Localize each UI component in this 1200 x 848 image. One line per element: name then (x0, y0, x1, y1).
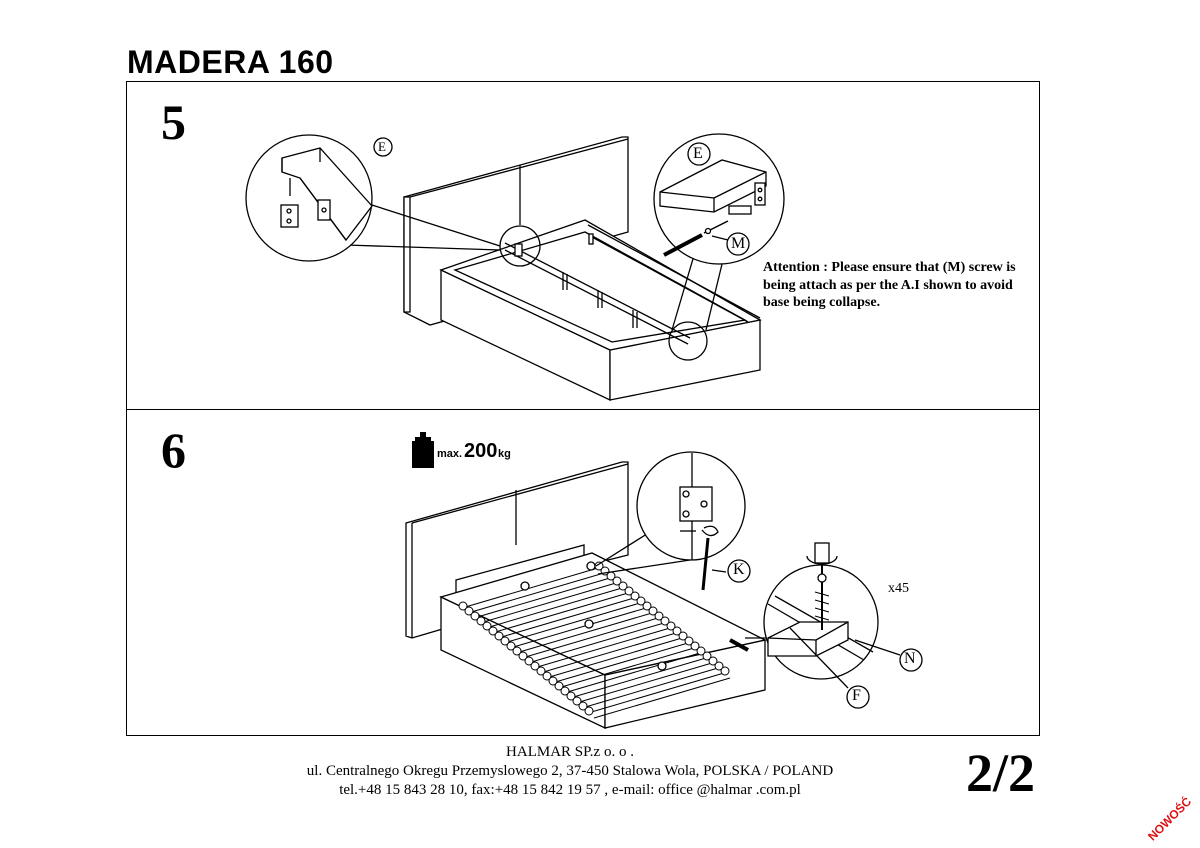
company-footer: HALMAR SP.z o. o . ul. Centralnego Okreg… (260, 743, 880, 800)
part-label-e-left: E (378, 139, 386, 154)
part-label-f: F (852, 687, 861, 704)
step-divider (126, 409, 1040, 410)
step-6-bed-drawing (405, 451, 901, 730)
attention-note: Attention : Please ensure that (M) screw… (763, 259, 1048, 312)
page-number: 2/2 (966, 743, 1036, 803)
company-name: HALMAR SP.z o. o . (506, 744, 634, 760)
step-5-bed-drawing (245, 133, 785, 402)
company-contact: tel.+48 15 843 28 10, fax:+48 15 842 19 … (339, 782, 801, 798)
weight-value: 200 (464, 440, 498, 462)
weight-unit: kg (498, 448, 511, 460)
attention-line-2: being attach as per the A.I shown to avo… (763, 277, 1013, 293)
part-label-k: K (733, 561, 745, 578)
instruction-frame (126, 81, 1040, 736)
company-address: ul. Centralnego Okregu Przemyslowego 2, … (306, 763, 834, 779)
part-label-e-right: E (693, 145, 703, 162)
part-label-m: M (731, 235, 746, 252)
part-label-n: N (904, 650, 916, 667)
weight-icon (412, 432, 434, 468)
screw-count: x45 (888, 581, 909, 596)
weight-prefix: max. (437, 448, 463, 460)
attention-line-3: base being collapse. (763, 295, 881, 310)
step-6-number: 6 (161, 422, 186, 478)
attention-line-1: Attention : Please ensure that (M) screw… (763, 260, 1016, 275)
step-5-number: 5 (161, 94, 186, 150)
document-title: MADERA 160 (127, 44, 334, 80)
